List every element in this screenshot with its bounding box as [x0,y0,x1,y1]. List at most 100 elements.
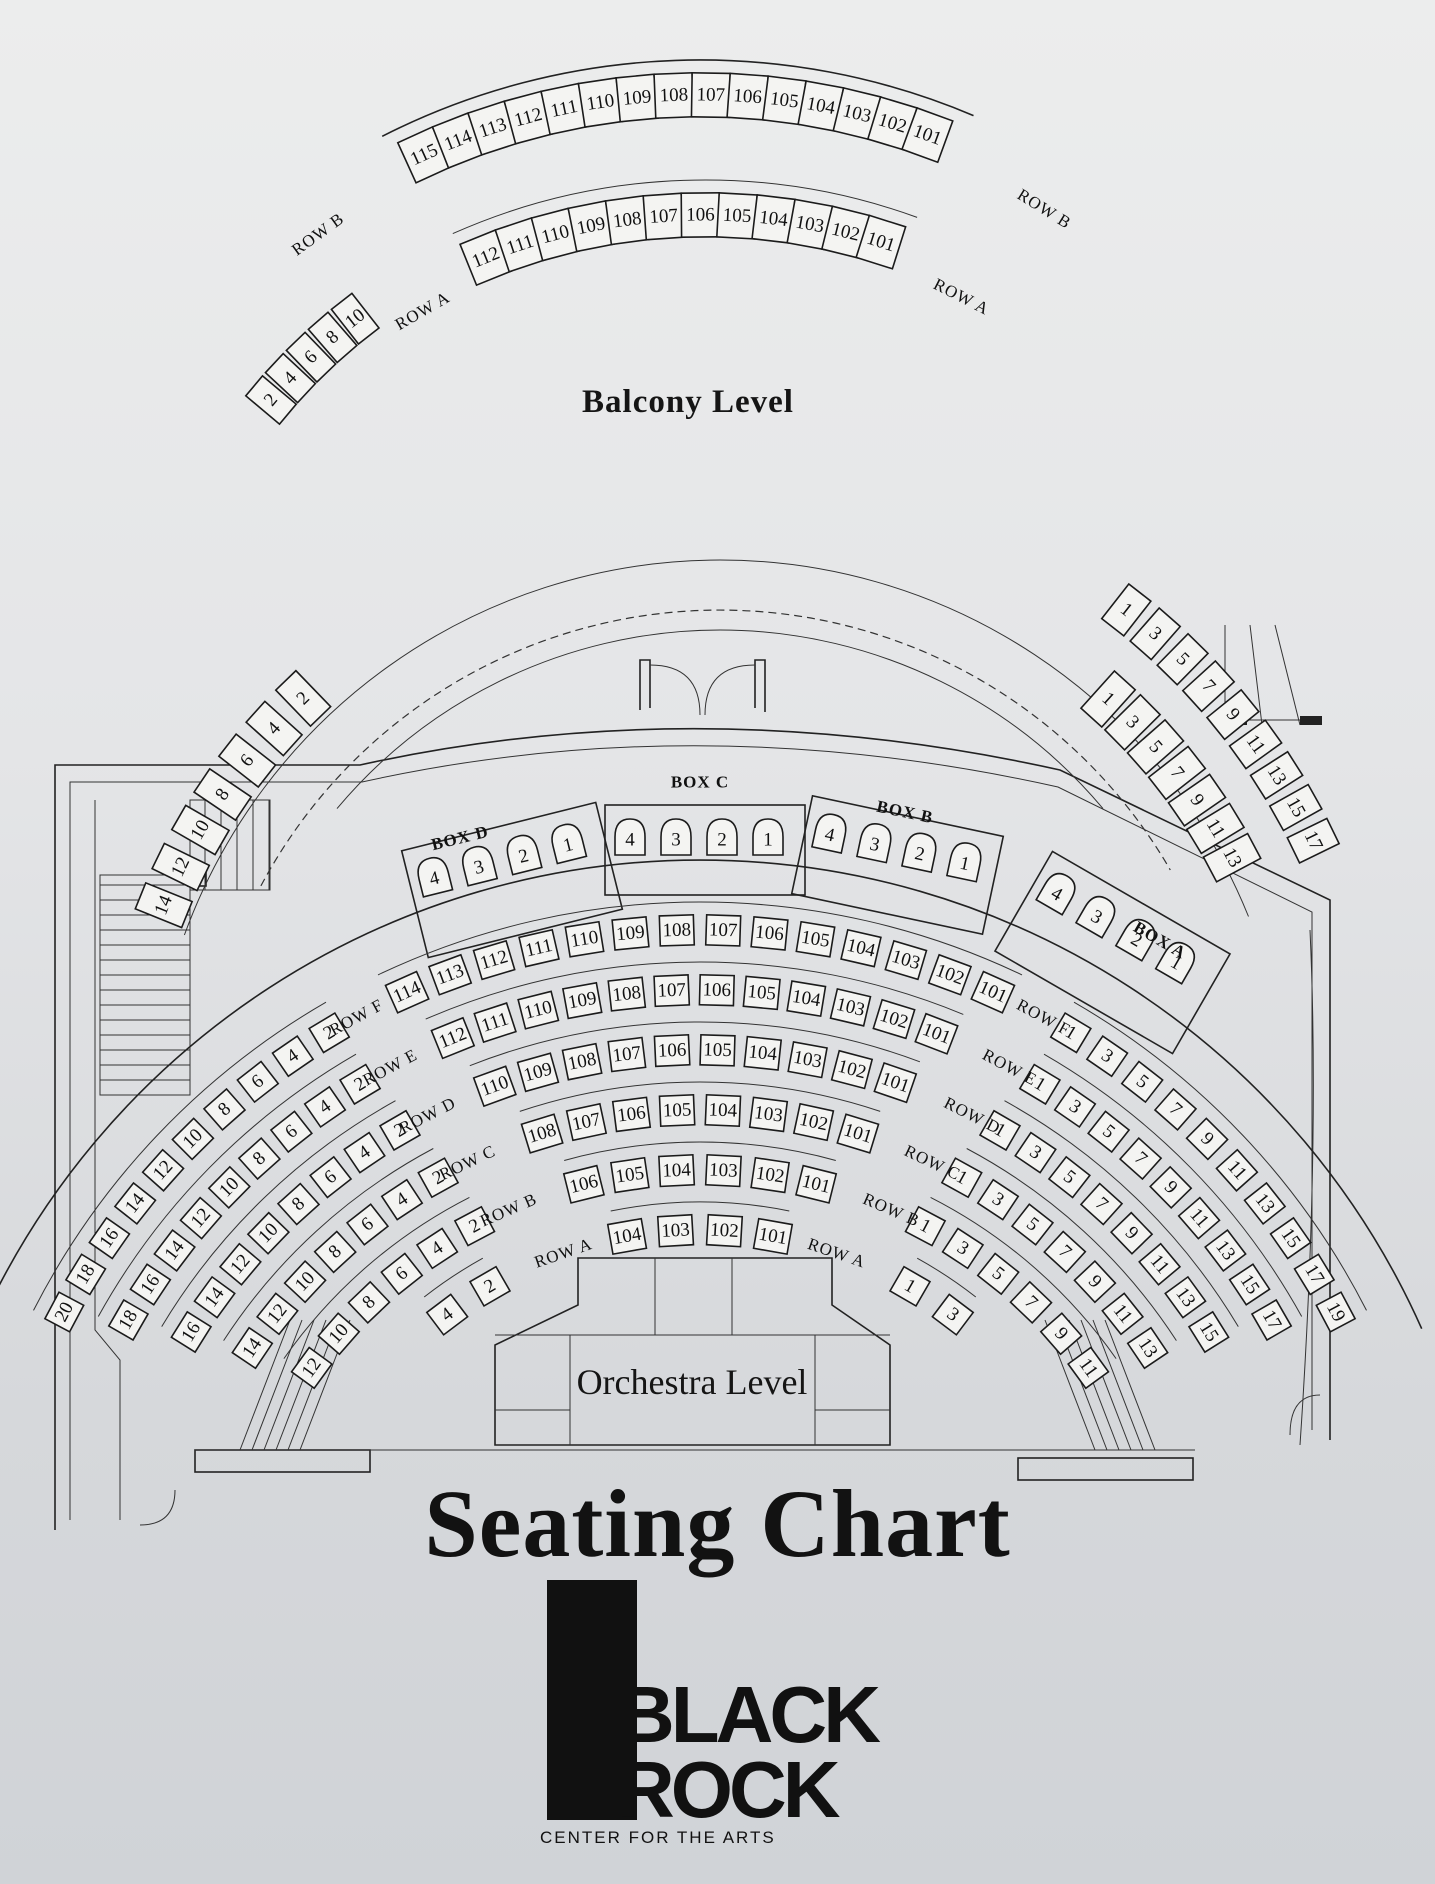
orch-row-e-center-seat[interactable]: 102 [872,998,916,1040]
orch-row-f-center-seat[interactable]: 107 [704,914,742,947]
orch-row-e-center-seat[interactable]: 107 [653,974,691,1008]
orch-row-f-center-seat[interactable]: 104 [840,928,882,968]
orch-row-d-center-seat[interactable]: 101 [873,1061,918,1104]
box-seat[interactable]: 2 [706,818,738,856]
balcony-row-b-seat[interactable]: 107 [690,71,731,119]
orch-row-f-left-seat[interactable]: 20 [43,1291,85,1333]
balcony-row-a-seat[interactable]: 105 [715,192,759,240]
orch-row-e-left-seat[interactable]: 18 [107,1298,150,1342]
orch-row-c-center-seat[interactable]: 107 [565,1102,608,1142]
orch-row-b-center-seat[interactable]: 102 [750,1156,791,1194]
orch-row-d-left-seat[interactable]: 16 [170,1310,213,1354]
orch-row-a-right-seat[interactable]: 3 [931,1293,975,1336]
balcony-row-a-left-seat[interactable]: 12 [151,842,211,892]
orch-row-f-center-seat[interactable]: 109 [611,915,650,951]
orch-row-d-right-seat[interactable]: 3 [1014,1131,1057,1174]
orch-row-b-center-seat[interactable]: 104 [658,1153,696,1188]
orch-row-e-center-seat[interactable]: 111 [473,1002,517,1044]
orch-row-c-right-seat[interactable]: 9 [1073,1260,1117,1304]
orch-row-b-right-seat[interactable]: 1 [904,1205,947,1247]
balcony-row-b-left-seat[interactable]: 6 [285,331,337,384]
box-seat[interactable]: 3 [660,818,692,856]
box-seat[interactable]: 2 [504,832,543,876]
orch-row-f-center-seat[interactable]: 106 [750,915,789,951]
orch-row-d-left-seat[interactable]: 14 [193,1275,236,1319]
orch-row-c-center-seat[interactable]: 106 [611,1096,652,1133]
orch-row-e-center-seat[interactable]: 104 [786,980,827,1018]
orch-row-a-center-seat[interactable]: 102 [705,1213,744,1248]
orch-row-c-center-seat[interactable]: 104 [704,1093,742,1128]
balcony-row-b-seat[interactable]: 104 [797,80,845,133]
orch-row-d-center-seat[interactable]: 108 [561,1042,603,1081]
orch-row-d-center-seat[interactable]: 109 [516,1052,560,1093]
orch-row-b-right-seat[interactable]: 5 [976,1252,1020,1296]
orch-row-f-right-seat[interactable]: 13 [1243,1181,1287,1225]
orch-row-c-left-seat[interactable]: 2 [417,1157,460,1199]
orch-row-a-center-seat[interactable]: 103 [656,1213,695,1248]
orch-row-a-center-seat[interactable]: 104 [606,1217,648,1256]
orch-row-b-left-seat[interactable]: 10 [317,1312,361,1356]
box-seat[interactable]: 2 [1114,915,1160,962]
orch-row-b-right-seat[interactable]: 9 [1039,1312,1083,1356]
balcony-row-b-seat[interactable]: 101 [900,106,954,164]
box-seat[interactable]: 1 [945,840,984,883]
balcony-row-b-right-seat[interactable]: 1 [1100,582,1152,637]
balcony-row-b-right-seat[interactable]: 13 [1249,750,1304,801]
orch-row-f-center-seat[interactable]: 113 [427,953,473,996]
orch-row-c-right-seat[interactable]: 7 [1043,1230,1087,1274]
balcony-row-a-seat[interactable]: 107 [642,192,686,241]
orch-row-e-right-seat[interactable]: 1 [1018,1063,1062,1106]
orch-row-b-center-seat[interactable]: 103 [704,1153,742,1188]
balcony-row-b-right-seat[interactable]: 7 [1181,659,1236,713]
orch-row-e-center-seat[interactable]: 110 [517,990,560,1030]
orch-row-f-left-seat[interactable]: 14 [113,1181,157,1225]
orch-row-a-center-seat[interactable]: 101 [752,1217,794,1256]
orch-row-e-right-seat[interactable]: 13 [1204,1228,1247,1273]
orch-row-b-right-seat[interactable]: 11 [1067,1346,1110,1390]
orch-row-b-left-seat[interactable]: 4 [415,1227,459,1270]
orch-row-d-right-seat[interactable]: 11 [1138,1242,1182,1286]
orch-row-f-left-seat[interactable]: 6 [236,1060,280,1104]
orch-row-c-center-seat[interactable]: 101 [836,1113,880,1154]
balcony-row-b-right-seat[interactable]: 9 [1205,688,1260,741]
orch-row-e-right-seat[interactable]: 5 [1087,1110,1131,1154]
orch-row-b-left-seat[interactable]: 2 [453,1205,496,1247]
orch-row-e-center-seat[interactable]: 105 [742,975,781,1011]
orch-row-f-right-seat[interactable]: 1 [1049,1011,1092,1054]
orch-row-d-right-seat[interactable]: 5 [1047,1155,1091,1199]
orch-row-f-left-seat[interactable]: 10 [171,1117,215,1161]
box-seat[interactable]: 1 [549,821,588,865]
balcony-row-a-left-seat[interactable]: 10 [170,804,231,856]
orch-row-c-center-seat[interactable]: 108 [520,1113,564,1154]
orch-row-e-center-seat[interactable]: 112 [430,1016,476,1060]
orch-row-c-right-seat[interactable]: 11 [1101,1292,1145,1336]
orch-row-f-center-seat[interactable]: 108 [658,914,696,947]
orch-row-f-right-seat[interactable]: 19 [1315,1291,1357,1333]
orch-row-d-center-seat[interactable]: 105 [699,1033,736,1067]
balcony-row-a-seat[interactable]: 104 [751,194,796,244]
orch-row-f-right-seat[interactable]: 17 [1293,1253,1336,1296]
orch-row-d-center-seat[interactable]: 102 [830,1049,874,1090]
balcony-row-a-seat[interactable]: 112 [459,229,513,287]
orch-row-d-center-seat[interactable]: 104 [743,1035,783,1071]
orch-row-f-left-seat[interactable]: 8 [202,1087,247,1131]
orch-row-c-center-seat[interactable]: 105 [658,1093,696,1128]
balcony-row-b-right-seat[interactable]: 5 [1156,632,1210,686]
orch-row-c-center-seat[interactable]: 102 [792,1102,835,1142]
orch-row-b-center-seat[interactable]: 101 [795,1164,838,1204]
orch-row-f-left-seat[interactable]: 2 [308,1011,351,1054]
balcony-row-a-left-seat[interactable]: 4 [245,700,304,757]
orch-row-e-left-seat[interactable]: 14 [153,1228,196,1273]
balcony-row-b-right-seat[interactable]: 3 [1129,606,1182,661]
balcony-row-a-left-seat[interactable]: 8 [192,767,253,822]
box-seat[interactable]: 3 [1074,892,1120,939]
orch-row-f-left-seat[interactable]: 16 [88,1216,131,1260]
balcony-row-b-seat[interactable]: 106 [726,72,769,121]
orch-row-c-right-seat[interactable]: 1 [940,1157,983,1199]
orch-row-a-right-seat[interactable]: 1 [888,1265,932,1308]
orch-row-c-right-seat[interactable]: 13 [1126,1326,1169,1370]
orch-row-b-right-seat[interactable]: 7 [1009,1280,1053,1325]
orch-row-f-right-seat[interactable]: 7 [1153,1087,1198,1131]
box-seat[interactable]: 4 [1035,869,1080,916]
orch-row-f-right-seat[interactable]: 15 [1269,1216,1312,1260]
